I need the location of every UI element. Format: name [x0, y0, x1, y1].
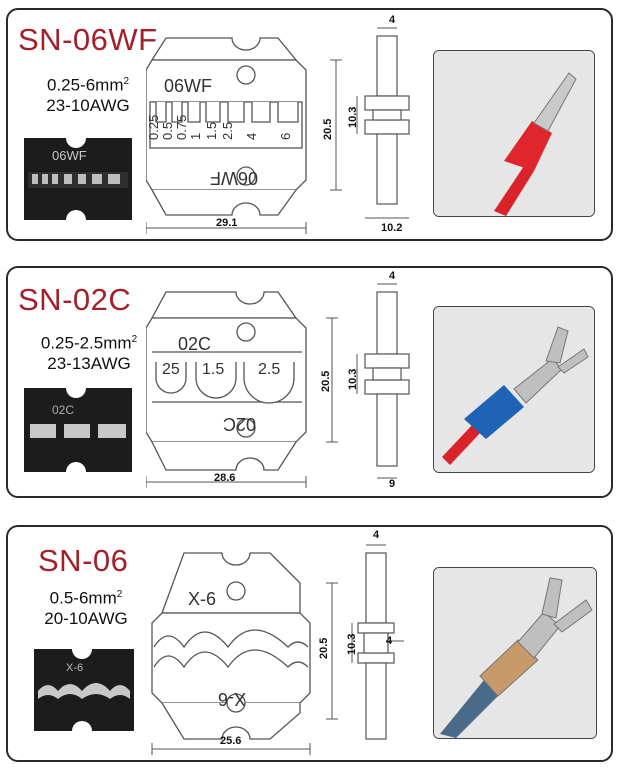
side-top-dim: 4: [373, 529, 380, 541]
cavity-label: 1: [188, 133, 203, 140]
side-inner-dim: 4: [386, 635, 393, 647]
die-bottom-label: X-6: [218, 689, 246, 709]
cavity-label: 6: [278, 133, 293, 140]
side-top-dim: 4: [389, 14, 396, 26]
range-awg: 23-10AWG: [46, 95, 130, 115]
die-photo-label: 06WF: [52, 148, 87, 163]
width-dim: 25.6: [220, 735, 242, 747]
height-dim: 20.5: [322, 118, 334, 140]
terminal-photo: [433, 306, 595, 473]
side-width-dim: 9: [389, 478, 396, 490]
range-sup: 2: [123, 76, 130, 87]
model-title: SN-06: [38, 543, 129, 578]
range-awg: 23-13AWG: [47, 353, 131, 373]
panel-sn-06: SN-06 0.5-6mm2 20-10AWG X-6 X-6 X-6 25.6…: [6, 525, 613, 762]
width-dim: 28.6: [214, 472, 236, 484]
cavity-label: 0.25: [146, 115, 161, 140]
cavity-label: 0.75: [174, 115, 189, 140]
die-top-label: 06WF: [164, 76, 212, 96]
cavity-label: 4: [244, 133, 259, 140]
die-drawing: 02C 02C 25 1.5 2.5: [146, 291, 338, 488]
die-bottom-label: 06WF: [210, 168, 258, 188]
panel-sn-06wf: SN-06WF 0.25-6mm2 23-10AWG 06WF 06WF 06W…: [6, 8, 613, 241]
wire-range: 0.5-6mm2 20-10AWG: [26, 585, 146, 629]
cavity-label: 0.5: [160, 122, 175, 140]
model-title: SN-02C: [18, 282, 132, 317]
side-profile: [356, 283, 410, 479]
cavity-label: 1.5: [204, 122, 219, 140]
side-width-dim: 10.2: [381, 222, 403, 234]
side-top-dim: 4: [389, 270, 396, 282]
side-profile: [351, 544, 404, 740]
wire-range: 0.25-2.5mm2 23-13AWG: [22, 330, 156, 374]
die-photo: X-6: [34, 649, 134, 731]
height-dim: 20.5: [318, 637, 330, 659]
side-profile: [356, 27, 410, 219]
die-top-label: 02C: [178, 334, 211, 354]
wire-range: 0.25-6mm2 23-10AWG: [28, 72, 148, 116]
width-dim: 29.1: [216, 217, 238, 229]
die-photo: 02C: [24, 388, 132, 472]
height-dim: 20.5: [320, 370, 332, 392]
range-mm: 0.25-2.5mm: [40, 333, 132, 353]
side-height-dim: 10.3: [346, 633, 358, 655]
panel-sn-02c: SN-02C 0.25-2.5mm2 23-13AWG 02C 02C 02C …: [6, 266, 613, 498]
die-drawing: X-6 X-6: [151, 552, 338, 755]
range-sup: 2: [116, 589, 123, 600]
die-photo: 06WF: [24, 138, 132, 220]
die-photo-label: X-6: [66, 662, 83, 674]
die-drawing: 06WF 06WF 0.25 0.5 0.75 1 1.5 2.5 4 6: [146, 37, 342, 234]
side-height-dim: 10.3: [347, 368, 359, 390]
range-mm: 0.5-6mm: [49, 588, 117, 608]
cavity-label: 2.5: [258, 361, 280, 378]
model-title: SN-06WF: [18, 22, 158, 57]
cavity-label: 2.5: [220, 122, 235, 140]
range-sup: 2: [131, 334, 138, 345]
cavity-label: 1.5: [202, 361, 224, 378]
die-top-label: X-6: [188, 589, 216, 609]
side-height-dim: 10.3: [347, 106, 359, 128]
die-bottom-label: 02C: [223, 414, 256, 434]
cavity-label: 25: [162, 361, 180, 378]
terminal-photo: [433, 567, 597, 739]
terminal-photo: [433, 50, 595, 217]
range-mm: 0.25-6mm: [46, 75, 124, 95]
range-awg: 20-10AWG: [44, 608, 128, 628]
die-photo-label: 02C: [52, 403, 74, 417]
